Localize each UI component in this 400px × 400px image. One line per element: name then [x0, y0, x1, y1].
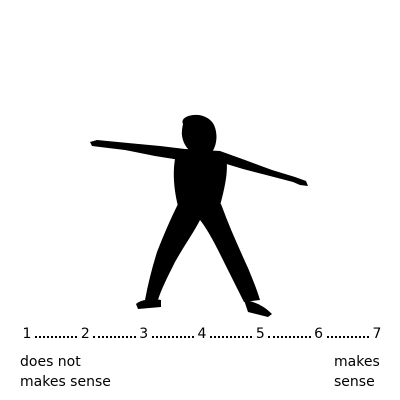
silhouette-arms — [90, 140, 308, 186]
anchor-left-line1: does not — [20, 354, 81, 370]
silhouette-legs — [145, 204, 260, 302]
silhouette-hair — [186, 114, 217, 152]
anchor-left-line2: makes sense — [20, 374, 111, 390]
rating-scale: 1 2 3 4 5 6 7 — [22, 323, 382, 345]
scale-point-2[interactable]: 2 — [80, 326, 90, 342]
anchor-right-line1: makes — [334, 354, 380, 370]
scale-dots — [268, 326, 311, 338]
scale-point-7[interactable]: 7 — [372, 326, 382, 342]
scale-dots — [35, 326, 78, 338]
scale-point-3[interactable]: 3 — [139, 326, 149, 342]
silhouette-foot-right — [244, 300, 272, 317]
scale-dots — [93, 326, 136, 338]
scale-point-1[interactable]: 1 — [22, 326, 32, 342]
anchor-right-line2: sense — [334, 374, 375, 390]
scale-anchor-right: makes sense — [334, 352, 380, 392]
scale-dots — [326, 326, 369, 338]
silhouette-foot-left — [136, 299, 161, 309]
scale-point-5[interactable]: 5 — [255, 326, 265, 342]
scale-dots — [209, 326, 253, 338]
scale-dots — [151, 326, 194, 338]
scale-anchor-left: does not makes sense — [20, 352, 111, 392]
scale-point-6[interactable]: 6 — [314, 326, 324, 342]
scale-point-4[interactable]: 4 — [197, 326, 207, 342]
silhouette-torso — [173, 149, 227, 206]
